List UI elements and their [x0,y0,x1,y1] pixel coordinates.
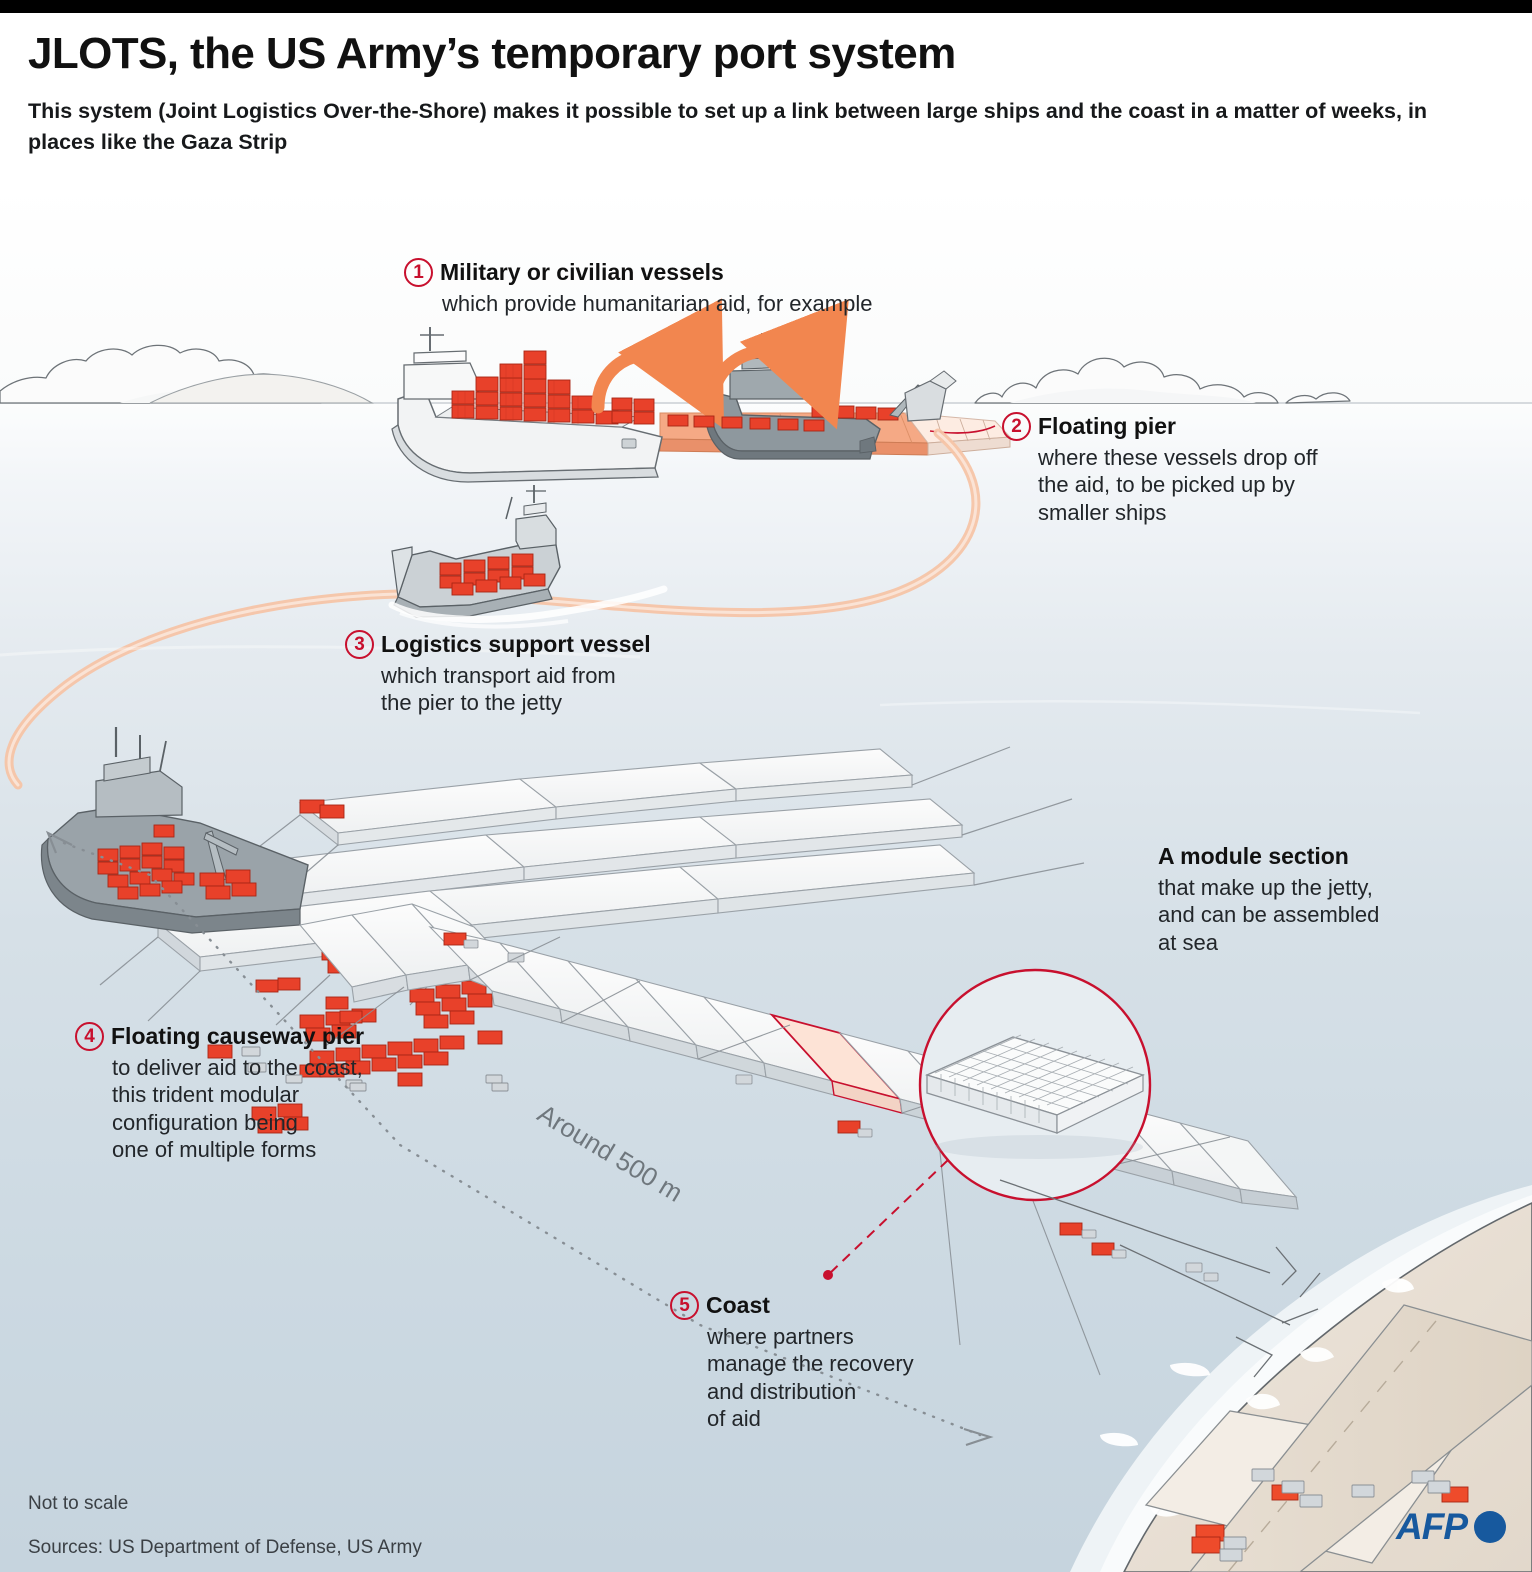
callout-5-heading: Coast [706,1292,770,1318]
callout-1-heading: Military or civilian vessels [440,259,724,285]
horizon-clouds-right [974,357,1351,404]
callout-5-body: where partners manage the recovery and d… [670,1320,914,1432]
circled-number-icon: 3 [345,630,374,659]
page-subtitle: This system (Joint Logistics Over-the-Sh… [28,99,1428,154]
module-callout-body-line: that make up the jetty, [1158,875,1373,900]
afp-logo-dot [1474,1511,1506,1543]
module-callout-body: that make up the jetty, and can be assem… [1158,871,1488,956]
sources-note: Sources: US Department of Defense, US Ar… [28,1537,422,1558]
callout-5-coast: 5 Coast where partners manage the recover… [670,1291,914,1432]
circled-number-icon: 5 [670,1291,699,1320]
callout-module-section: A module section that make up the jetty,… [1158,842,1488,956]
logistics-support-vessel [388,485,668,629]
circled-number-icon: 1 [404,258,433,287]
transfer-arrow-1 [591,298,725,430]
callout-1-body-line: which provide humanitarian aid, for exam… [442,291,873,316]
causeway-vehicles [443,932,1219,1282]
module-callout-heading: A module section [1158,843,1349,869]
transfer-arrow-2 [705,299,849,430]
callout-4-body-line: one of multiple forms [112,1136,317,1162]
illustration-scene [0,185,1532,1572]
circled-number-icon: 2 [1002,412,1031,441]
module-callout-body-line: at sea [1158,929,1218,955]
callout-5-body-line: of aid [707,1405,761,1431]
floating-causeway-pier [40,727,1085,1134]
coast-vehicles [1191,1468,1469,1562]
callout-1-body: which provide humanitarian aid, for exam… [404,287,872,317]
container-ship [391,327,663,483]
callout-2-body-line: the aid, to be picked up by [1038,472,1295,498]
callout-4-body-line: this trident modular [112,1082,300,1108]
callout-5-body-line: manage the recovery [707,1351,914,1377]
scene-graphic [0,185,1532,1572]
callout-4-body-line: configuration being [112,1109,298,1135]
header: JLOTS, the US Army’s temporary port syst… [0,13,1532,185]
scale-measure-line [45,830,994,1447]
callout-2-floating-pier: 2 Floating pier where these vessels drop … [1002,412,1318,526]
callout-5-body-line: where partners [707,1324,854,1349]
module-callout-body-line: and can be assembled [1158,902,1380,928]
circled-number-icon: 4 [75,1022,104,1051]
callout-3-heading: Logistics support vessel [381,631,651,657]
not-to-scale-note: Not to scale [28,1493,129,1514]
callout-3-body-line: which transport aid from [381,663,616,688]
module-detail-circle [823,968,1152,1280]
page-title: JLOTS, the US Army’s temporary port syst… [28,29,956,78]
callout-4-body: to deliver aid to the coast, this triden… [75,1051,364,1163]
callout-2-body-line: where these vessels drop off [1038,445,1318,470]
callout-2-heading: Floating pier [1038,413,1176,439]
callout-2-body: where these vessels drop off the aid, to… [1002,441,1318,526]
callout-1-military-vessels: 1 Military or civilian vessels which prov… [404,258,872,317]
horizon-land-left [149,373,374,404]
stern-ramp-vessel [904,370,957,422]
callout-3-body-line: the pier to the jetty [381,690,562,716]
top-rule [0,0,1532,13]
afp-logo-text: AFP [1396,1506,1468,1547]
pier-containers [667,414,825,432]
callout-2-body-line: smaller ships [1038,499,1167,525]
callout-4-floating-causeway-pier: 4 Floating causeway pier to deliver aid t… [75,1022,364,1163]
callout-3-logistics-support-vessel: 3 Logistics support vessel which transpor… [345,630,651,717]
afp-logo-icon: AFP [1396,1506,1506,1548]
callout-4-heading: Floating causeway pier [111,1023,365,1049]
callout-3-body: which transport aid from the pier to the… [345,659,651,717]
callout-5-body-line: and distribution [707,1378,857,1404]
callout-4-body-line: to deliver aid to the coast, [112,1055,363,1080]
